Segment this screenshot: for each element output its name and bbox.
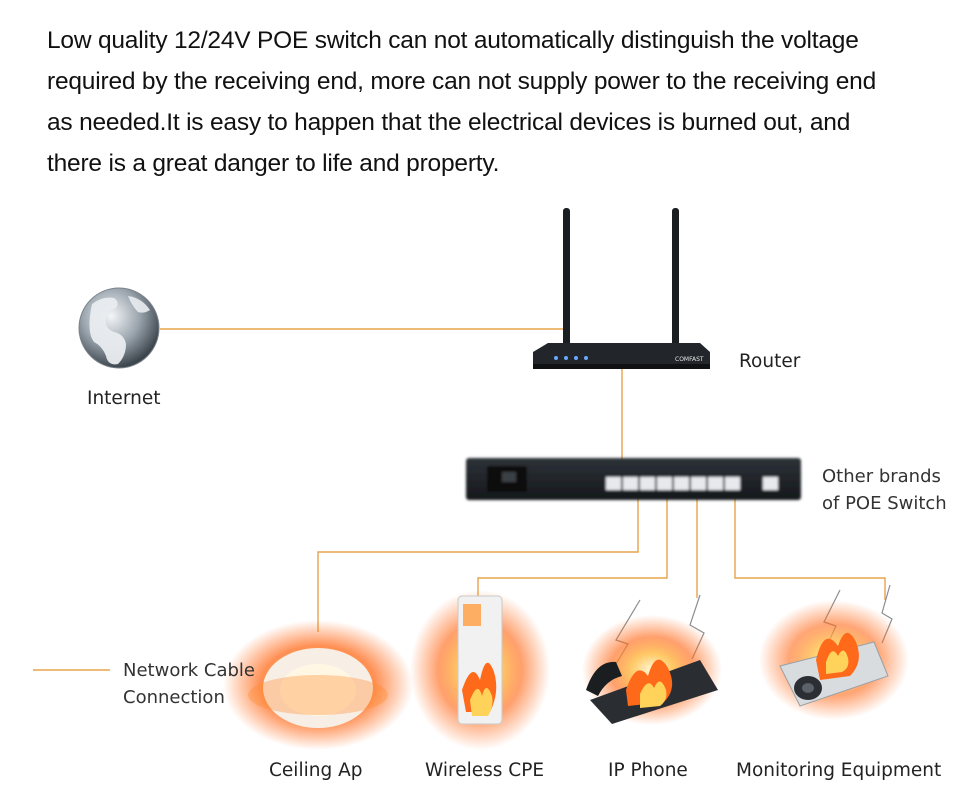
wireless-cpe-icon [410, 590, 550, 750]
cable-switch-cpe [477, 498, 668, 598]
label-monitoring: Monitoring Equipment [736, 760, 942, 781]
router-icon: COMFAST [533, 208, 710, 369]
switch-ports [606, 477, 778, 490]
cable-switch-monitoring [734, 498, 886, 600]
label-internet: Internet [87, 388, 161, 409]
legend-label-line2: Connection [123, 687, 225, 708]
network-cables [33, 328, 886, 671]
cable-switch-ceiling-ap [317, 498, 639, 632]
poe-switch-icon [466, 458, 801, 500]
label-wireless-cpe: Wireless CPE [425, 760, 545, 781]
ceiling-ap-icon [223, 620, 413, 750]
intro-text: Low quality 12/24V POE switch can not au… [47, 27, 876, 177]
label-switch-line1: Other brands [822, 466, 941, 487]
router-brand-label: COMFAST [675, 356, 704, 363]
ip-phone-icon [582, 594, 722, 725]
monitoring-camera-icon [759, 584, 909, 720]
label-ceiling-ap: Ceiling Ap [269, 760, 363, 781]
globe-icon [78, 287, 160, 369]
label-ip-phone: IP Phone [608, 760, 688, 781]
legend-label-line1: Network Cable [123, 660, 255, 681]
label-switch-line2: of POE Switch [822, 493, 947, 514]
label-router: Router [739, 351, 801, 372]
